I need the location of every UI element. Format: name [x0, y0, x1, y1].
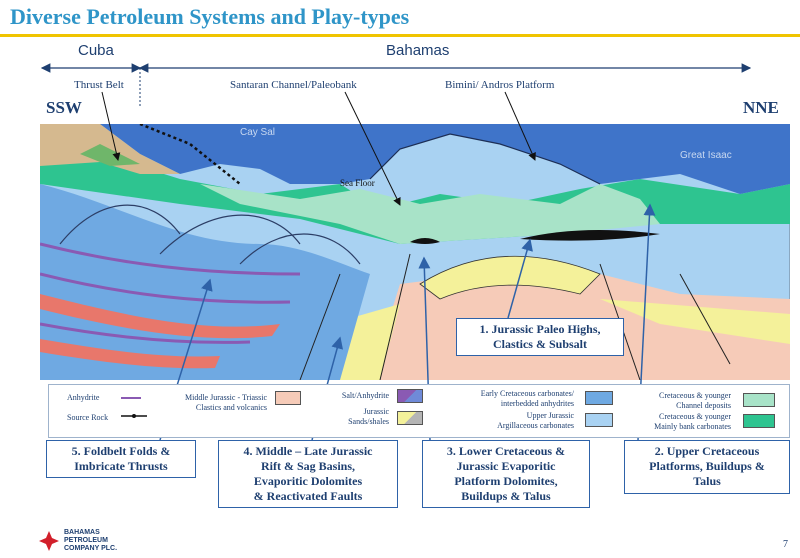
fault-4 [679, 273, 731, 365]
legend-cret-channel-label: Cretaceous & younger Channel deposits [629, 391, 731, 411]
legend-source-rock-label: Source Rock [67, 413, 109, 422]
callout-4-line3: Evaporitic Dolomites [253, 474, 363, 488]
channel-deposits-layer [200, 184, 660, 244]
callout-1-line1: 1. Jurassic Paleo Highs, [479, 322, 601, 336]
legend-jurassic-sands-label: Jurassic Sands/shales [319, 407, 389, 427]
direction-ssw: SSW [46, 98, 82, 117]
callout-2-line3: Talus [693, 474, 721, 488]
callout-2-line1: 2. Upper Cretaceous [654, 444, 760, 458]
callout-4-line1: 4. Middle – Late Jurassic [243, 444, 373, 458]
callout-5-line1: 5. Foldbelt Folds & [71, 444, 171, 458]
legend-mid-jurassic-line1: Middle Jurassic - Triassic [185, 393, 267, 402]
legend-cret-bank-swatch [743, 414, 775, 428]
fold-arc-2 [159, 214, 301, 255]
callout-1-line2: Clastics & Subsalt [492, 337, 587, 351]
sea-floor-label: Sea Floor [340, 178, 375, 188]
direction-nne: NNE [743, 98, 779, 117]
foldbelt-purple-band-2 [40, 272, 291, 304]
legend-early-cret-label: Early Cretaceous carbonates/ interbedded… [449, 389, 574, 409]
legend-upper-jur-line2: Argillaceous carbonates [497, 421, 574, 430]
callout-3: 3. Lower Cretaceous & Jurassic Evaporiti… [422, 440, 590, 508]
callout-3-line1: 3. Lower Cretaceous & [446, 444, 566, 458]
callout-3-line4: Buildups & Talus [461, 489, 551, 503]
fault-1 [299, 273, 341, 380]
callout-5-line2: Imbricate Thrusts [74, 459, 168, 473]
legend-cret-bank-label: Cretaceous & younger Mainly bank carbona… [629, 412, 731, 432]
bimini-leader [504, 91, 536, 161]
page-number: 7 [783, 539, 788, 550]
callout-4-line2: Rift & Sag Basins, [260, 459, 355, 473]
thrust-fault-dotted [139, 124, 241, 185]
legend-salt-label: Salt/Anhydrite [341, 391, 389, 400]
legend-cret-bank-line1: Cretaceous & younger [659, 412, 731, 421]
foldbelt-purple-band-1 [40, 242, 301, 276]
legend-cret-channel-line2: Channel deposits [676, 401, 731, 410]
legend-jurassic-sands-swatch [397, 411, 423, 425]
sea-water [100, 124, 790, 194]
santaran-label: Santaran Channel/Paleobank [230, 79, 357, 91]
callout-3-line3: Platform Dolomites, [454, 474, 558, 488]
foldbelt-purple-band-3 [40, 322, 251, 344]
legend-jurassic-sands-line2: Sands/shales [348, 417, 389, 426]
bimini-label: Bimini/ Andros Platform [445, 79, 555, 91]
foldbelt-red-band-1 [40, 294, 280, 339]
legend-cret-channel-swatch [743, 393, 775, 407]
logo-mark-icon [39, 531, 59, 551]
fold-arc-3 [239, 233, 361, 265]
cuba-vegetation [80, 144, 140, 166]
legend-cret-bank-line2: Mainly bank carbonates [654, 422, 731, 431]
callout-4: 4. Middle – Late Jurassic Rift & Sag Bas… [218, 440, 398, 508]
callout-5: 5. Foldbelt Folds & Imbricate Thrusts [46, 440, 196, 478]
legend-jurassic-sands-line1: Jurassic [363, 407, 389, 416]
logo-text: BAHAMAS PETROLEUM COMPANY PLC. [64, 529, 117, 553]
legend-mid-jurassic-swatch [275, 391, 301, 405]
legend-anhydrite-swatch [121, 397, 141, 399]
seafloor-contour [369, 133, 601, 185]
callout-1: 1. Jurassic Paleo Highs, Clastics & Subs… [456, 318, 624, 356]
callout-2: 2. Upper Cretaceous Platforms, Buildups … [624, 440, 790, 494]
region-cuba-label: Cuba [78, 42, 114, 59]
salt-dome [419, 255, 601, 300]
logo-line3: COMPANY PLC. [64, 545, 118, 552]
legend-early-cret-line2: interbedded anhydrites [500, 399, 574, 408]
callout-4-line4: & Reactivated Faults [253, 489, 363, 503]
page-title: Diverse Petroleum Systems and Play-types [10, 4, 410, 29]
region-bahamas-label: Bahamas [386, 42, 450, 59]
legend-source-rock-swatch [121, 414, 147, 418]
legend: Anhydrite Source Rock Middle Jurassic - … [48, 384, 790, 438]
fault-2 [379, 253, 411, 380]
legend-anhydrite-label: Anhydrite [67, 393, 100, 402]
logo-line2: PETROLEUM [64, 537, 108, 544]
callout-3-line2: Jurassic Evaporitic [456, 459, 556, 473]
title-rule [0, 34, 800, 37]
thrust-belt-label: Thrust Belt [74, 79, 124, 91]
legend-cret-channel-line1: Cretaceous & younger [659, 391, 731, 400]
region-arrows [40, 63, 752, 108]
fold-arc-1 [59, 204, 181, 245]
santaran-leader [344, 91, 401, 206]
legend-early-cret-swatch [585, 391, 613, 405]
legend-early-cret-line1: Early Cretaceous carbonates/ [480, 389, 574, 398]
callout-1-leader [507, 238, 533, 319]
logo-line1: BAHAMAS [64, 529, 100, 536]
great-isaac-label: Great Isaac [680, 150, 732, 161]
cay-sal-label: Cay Sal [240, 127, 276, 138]
company-logo: BAHAMAS PETROLEUM COMPANY PLC. [38, 528, 198, 554]
source-rock-lens [410, 238, 440, 244]
legend-upper-jur-swatch [585, 413, 613, 427]
legend-mid-jurassic-label: Middle Jurassic - Triassic Clastics and … [149, 393, 267, 413]
jurassic-sands-right [600, 299, 790, 344]
legend-upper-jur-line1: Upper Jurassic [526, 411, 574, 420]
legend-mid-jurassic-line2: Clastics and volcanics [195, 403, 267, 412]
legend-upper-jur-label: Upper Jurassic Argillaceous carbonates [449, 411, 574, 431]
thrust-belt-leader [101, 91, 121, 161]
source-rock-band [520, 230, 660, 241]
callout-2-line2: Platforms, Buildups & [649, 459, 765, 473]
foldbelt-red-band-2 [40, 339, 220, 369]
legend-salt-swatch [397, 389, 423, 403]
